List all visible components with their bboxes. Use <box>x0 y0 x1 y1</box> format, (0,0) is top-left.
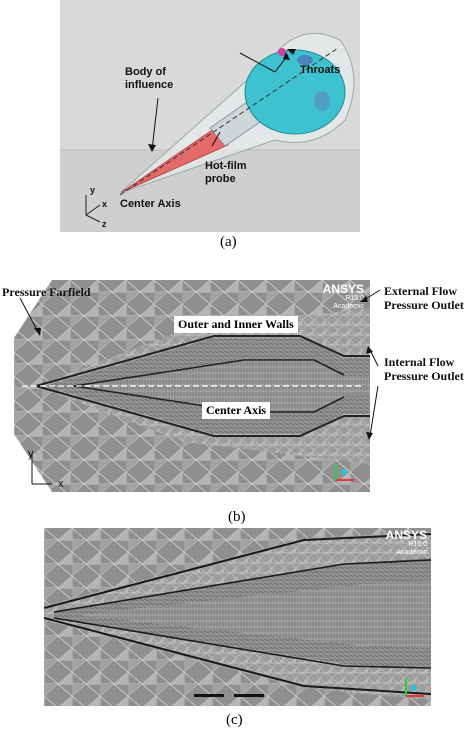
panel-b-mesh <box>14 280 370 492</box>
label-internal-outlet: Internal Flow Pressure Outlet <box>384 355 464 383</box>
panel-a-figure: Body of influence Throats Hot-film probe… <box>60 0 360 232</box>
caption-a: (a) <box>220 234 237 250</box>
panel-c-mesh <box>44 528 431 706</box>
caption-c: (c) <box>226 712 243 728</box>
label-center-axis: Center Axis <box>120 198 181 210</box>
label-outer-inner-walls: Outer and Inner Walls <box>174 316 298 333</box>
center-axis-line <box>119 47 339 196</box>
throat-marker <box>278 48 286 56</box>
panel-b-leaders <box>19 289 381 485</box>
axis-label-x: x <box>102 199 108 209</box>
label-body-of-influence: Body of influence <box>125 66 174 91</box>
throat-body-shape <box>244 49 346 135</box>
ansys-logo-c: ANSYS R15.0 Academic <box>385 528 427 556</box>
label-external-outlet: External Flow Pressure Outlet <box>384 284 464 312</box>
label-hot-film-probe: Hot-film probe <box>205 160 247 185</box>
axis-label-z: z <box>102 219 107 229</box>
panel-c-figure: ANSYS R15.0 Academic <box>44 528 431 706</box>
label-center-axis-b: Center Axis <box>202 402 271 419</box>
ansys-logo-b: ANSYS R15.0 Academic <box>322 282 364 310</box>
axis-label-x-b: x <box>58 478 64 490</box>
label-throats: Throats <box>300 64 341 76</box>
axis-label-y: y <box>90 185 96 195</box>
panel-a-geometry <box>60 0 360 232</box>
axis-label-y-b: y <box>28 448 34 460</box>
label-pressure-farfield: Pressure Farfield <box>2 285 91 299</box>
caption-b: (b) <box>228 509 246 525</box>
panel-b-figure: ANSYS R15.0 Academic Outer and Inner Wal… <box>14 280 370 492</box>
